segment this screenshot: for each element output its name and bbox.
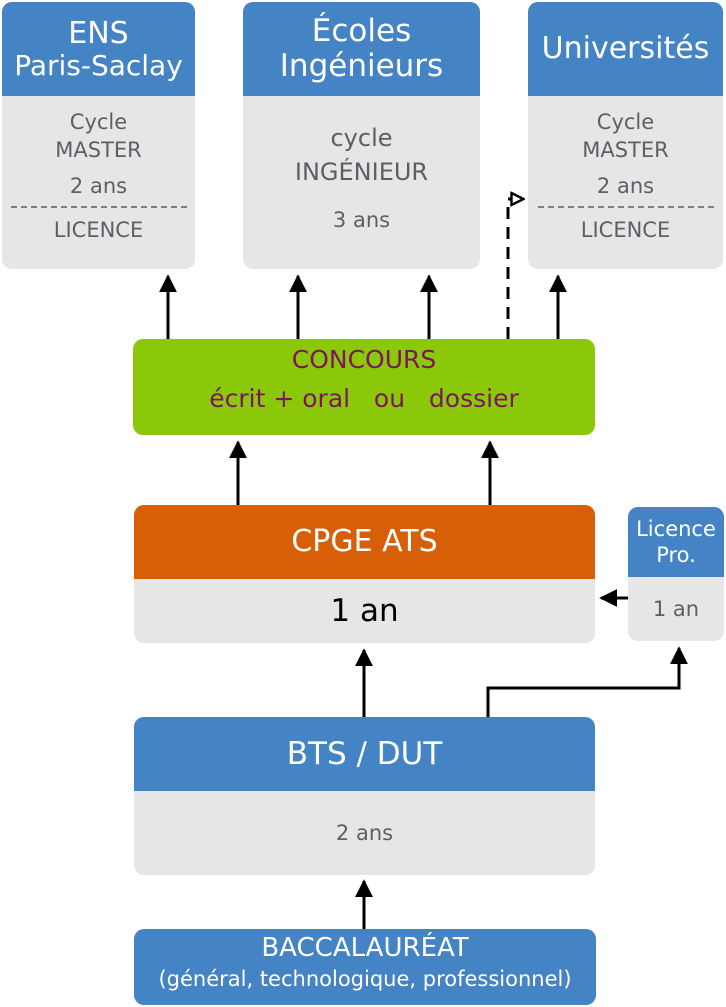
ens-cycle-label: Cycle — [69, 110, 128, 134]
bts-card: BTS / DUT 2 ans — [134, 717, 595, 875]
bac-title: BACCALAURÉAT — [261, 933, 469, 963]
licence-pro-header: Licence Pro. — [628, 507, 724, 577]
ecoles-header: Écoles Ingénieurs — [243, 2, 480, 96]
ecoles-cycle-label: cycle — [330, 124, 393, 152]
bts-duration: 2 ans — [335, 821, 394, 845]
ens-master-label: MASTER — [55, 138, 142, 162]
universites-header: Universités — [528, 2, 723, 96]
bac-box: BACCALAURÉAT (général, technologique, pr… — [134, 929, 596, 1005]
arrow-dashed-to-universites — [506, 199, 522, 339]
ens-header: ENS Paris-Saclay — [2, 2, 195, 96]
licence-pro-card: Licence Pro. 1 an — [628, 507, 724, 641]
universites-licence-label: LICENCE — [580, 218, 671, 242]
cpge-body: 1 an — [134, 579, 595, 643]
universites-master-label: MASTER — [582, 138, 669, 162]
ecoles-card: Écoles Ingénieurs cycle INGÉNIEUR 3 ans — [243, 2, 480, 269]
arrow-bts-to-licence-pro — [486, 646, 688, 717]
bts-body: 2 ans — [134, 791, 595, 875]
universites-title: Universités — [541, 31, 710, 67]
cpge-duration: 1 an — [330, 593, 399, 629]
universites-card: Universités Cycle MASTER 2 ans LICENCE — [528, 2, 723, 269]
ecoles-body: cycle INGÉNIEUR 3 ans — [243, 96, 480, 232]
cpge-title: CPGE ATS — [291, 524, 438, 560]
ens-body: Cycle MASTER 2 ans LICENCE — [2, 96, 195, 242]
licence-pro-title-line2: Pro. — [656, 543, 696, 567]
cpge-card: CPGE ATS 1 an — [134, 505, 595, 643]
ens-licence-label: LICENCE — [53, 218, 144, 242]
bts-header: BTS / DUT — [134, 717, 595, 791]
universites-duration: 2 ans — [596, 174, 655, 198]
cpge-header: CPGE ATS — [134, 505, 595, 579]
ens-title-line1: ENS — [68, 15, 129, 51]
licence-pro-body: 1 an — [628, 577, 724, 641]
universites-cycle-label: Cycle — [596, 110, 655, 134]
ens-title-line2: Paris-Saclay — [14, 49, 183, 83]
ens-divider — [10, 206, 187, 208]
universites-body: Cycle MASTER 2 ans LICENCE — [528, 96, 723, 242]
universites-divider — [537, 206, 714, 208]
ens-card: ENS Paris-Saclay Cycle MASTER 2 ans LICE… — [2, 2, 195, 269]
bts-title: BTS / DUT — [286, 735, 443, 772]
licence-pro-title-line1: Licence — [636, 516, 716, 541]
ens-duration: 2 ans — [69, 174, 128, 198]
bac-subtitle: (général, technologique, professionnel) — [158, 967, 572, 991]
concours-subtitle: écrit + oral ou dossier — [209, 384, 519, 413]
ecoles-ingenieur-label: INGÉNIEUR — [294, 158, 429, 186]
ecoles-duration: 3 ans — [332, 208, 391, 232]
ecoles-title-line2: Ingénieurs — [279, 48, 444, 84]
licence-pro-duration: 1 an — [652, 597, 700, 621]
concours-title: CONCOURS — [291, 345, 437, 374]
ecoles-title-line1: Écoles — [311, 13, 412, 50]
concours-box: CONCOURS écrit + oral ou dossier — [133, 339, 595, 435]
